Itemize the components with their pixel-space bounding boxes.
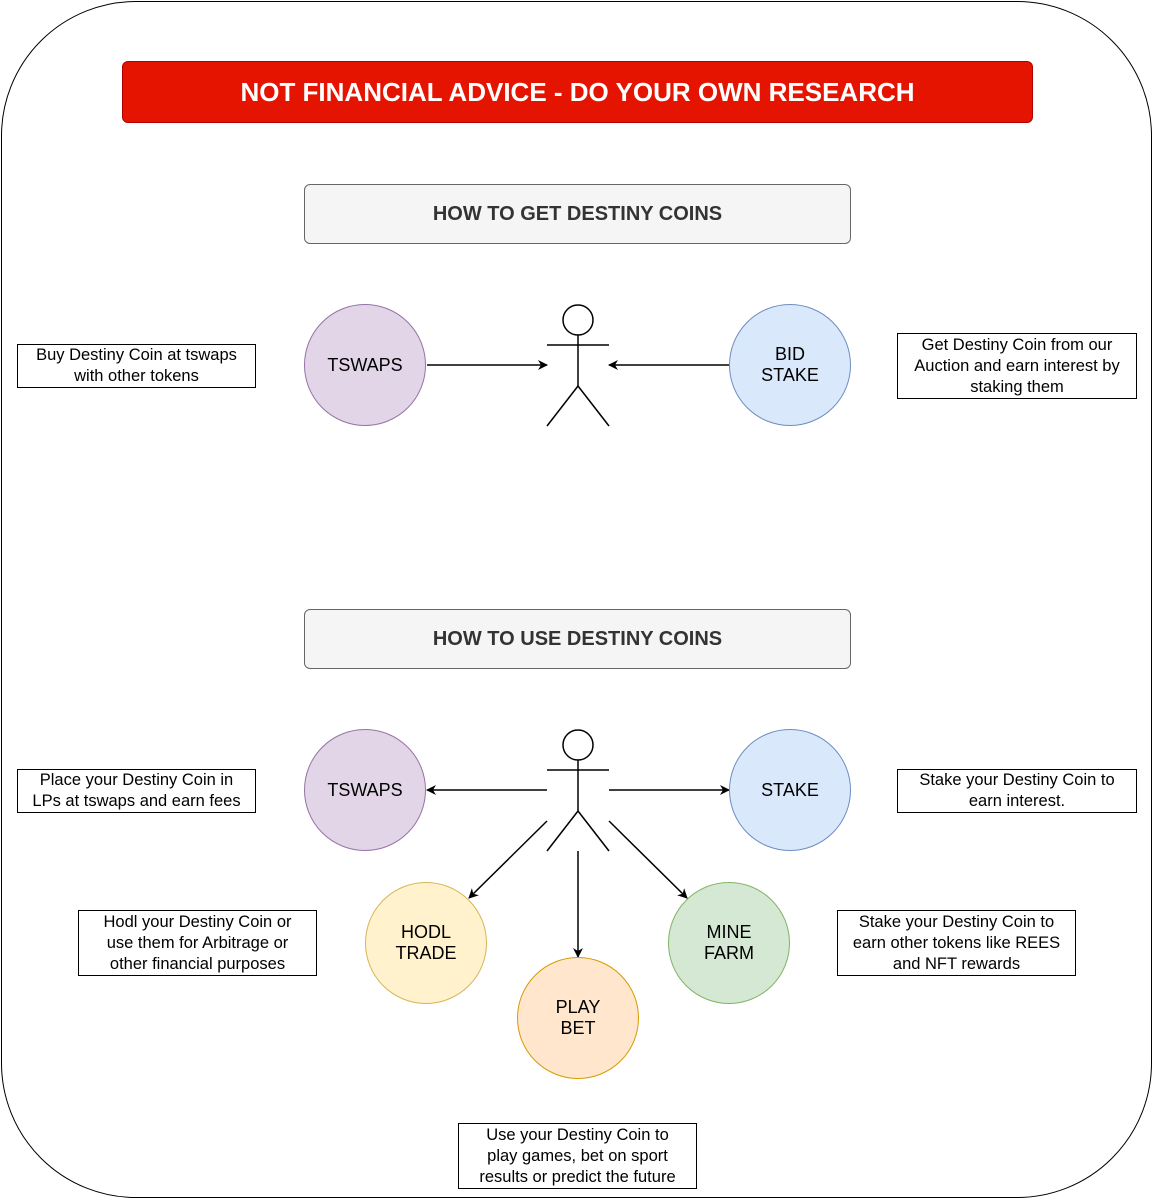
play-label: PLAY bbox=[555, 997, 601, 1017]
note-line: Auction and earn interest by bbox=[914, 356, 1120, 375]
use-tswaps-label: TSWAPS bbox=[327, 779, 403, 800]
note-hodl-trade: Hodl your Destiny Coin or use them for A… bbox=[78, 910, 317, 976]
disclaimer-banner: NOT FINANCIAL ADVICE - DO YOUR OWN RESEA… bbox=[122, 61, 1033, 123]
bet-label: BET bbox=[560, 1018, 596, 1038]
note-mine-farm: Stake your Destiny Coin to earn other to… bbox=[837, 910, 1076, 976]
note-line: play games, bet on sport bbox=[487, 1146, 668, 1165]
note-stake-interest: Stake your Destiny Coin to earn interest… bbox=[897, 769, 1137, 813]
note-line: Get Destiny Coin from our bbox=[921, 335, 1113, 354]
farm-label: FARM bbox=[703, 943, 754, 963]
mine-farm-node: MINE FARM bbox=[668, 882, 790, 1004]
trade-label: TRADE bbox=[395, 943, 457, 963]
note-auction-stake: Get Destiny Coin from our Auction and ea… bbox=[897, 333, 1137, 399]
play-bet-node: PLAY BET bbox=[517, 957, 639, 1079]
use-stake-label: STAKE bbox=[761, 779, 819, 800]
mine-label: MINE bbox=[706, 922, 752, 942]
note-line: staking them bbox=[970, 377, 1064, 396]
note-play-bet: Use your Destiny Coin to play games, bet… bbox=[458, 1123, 697, 1189]
bid-label: BID bbox=[774, 344, 805, 364]
note-line: Place your Destiny Coin in bbox=[39, 771, 234, 789]
actor-icon-get bbox=[546, 304, 610, 427]
note-line: LPs at tswaps and earn fees bbox=[32, 792, 241, 810]
note-buy-tswaps: Buy Destiny Coin at tswaps with other to… bbox=[17, 344, 256, 388]
use-tswaps-node: TSWAPS bbox=[304, 729, 426, 851]
note-line: Hodl your Destiny Coin or bbox=[103, 912, 292, 931]
get-bid-stake-node: BID STAKE bbox=[729, 304, 851, 426]
note-line: Buy Destiny Coin at tswaps bbox=[36, 346, 237, 364]
stake-label: STAKE bbox=[761, 365, 819, 385]
get-section-title: HOW TO GET DESTINY COINS bbox=[304, 184, 851, 244]
note-line: Stake your Destiny Coin to bbox=[919, 771, 1115, 789]
hodl-label: HODL bbox=[400, 922, 451, 942]
note-line: other financial purposes bbox=[109, 954, 286, 973]
note-line: use them for Arbitrage or bbox=[106, 933, 289, 952]
actor-icon-use bbox=[546, 729, 610, 852]
use-stake-node: STAKE bbox=[729, 729, 851, 851]
use-section-title: HOW TO USE DESTINY COINS bbox=[304, 609, 851, 669]
note-line: and NFT rewards bbox=[892, 954, 1021, 973]
arrow-actor-to-mine bbox=[608, 820, 688, 899]
note-lp-tswaps: Place your Destiny Coin in LPs at tswaps… bbox=[17, 769, 256, 813]
note-line: Stake your Destiny Coin to bbox=[858, 912, 1055, 931]
note-line: Use your Destiny Coin to bbox=[486, 1125, 669, 1144]
arrow-actor-to-hodl bbox=[468, 820, 548, 899]
note-line: with other tokens bbox=[74, 367, 199, 385]
get-tswaps-label: TSWAPS bbox=[327, 354, 403, 375]
note-line: earn other tokens like REES bbox=[852, 933, 1061, 952]
note-line: results or predict the future bbox=[479, 1167, 676, 1186]
hodl-trade-node: HODL TRADE bbox=[365, 882, 487, 1004]
get-tswaps-node: TSWAPS bbox=[304, 304, 426, 426]
note-line: earn interest. bbox=[968, 792, 1066, 810]
